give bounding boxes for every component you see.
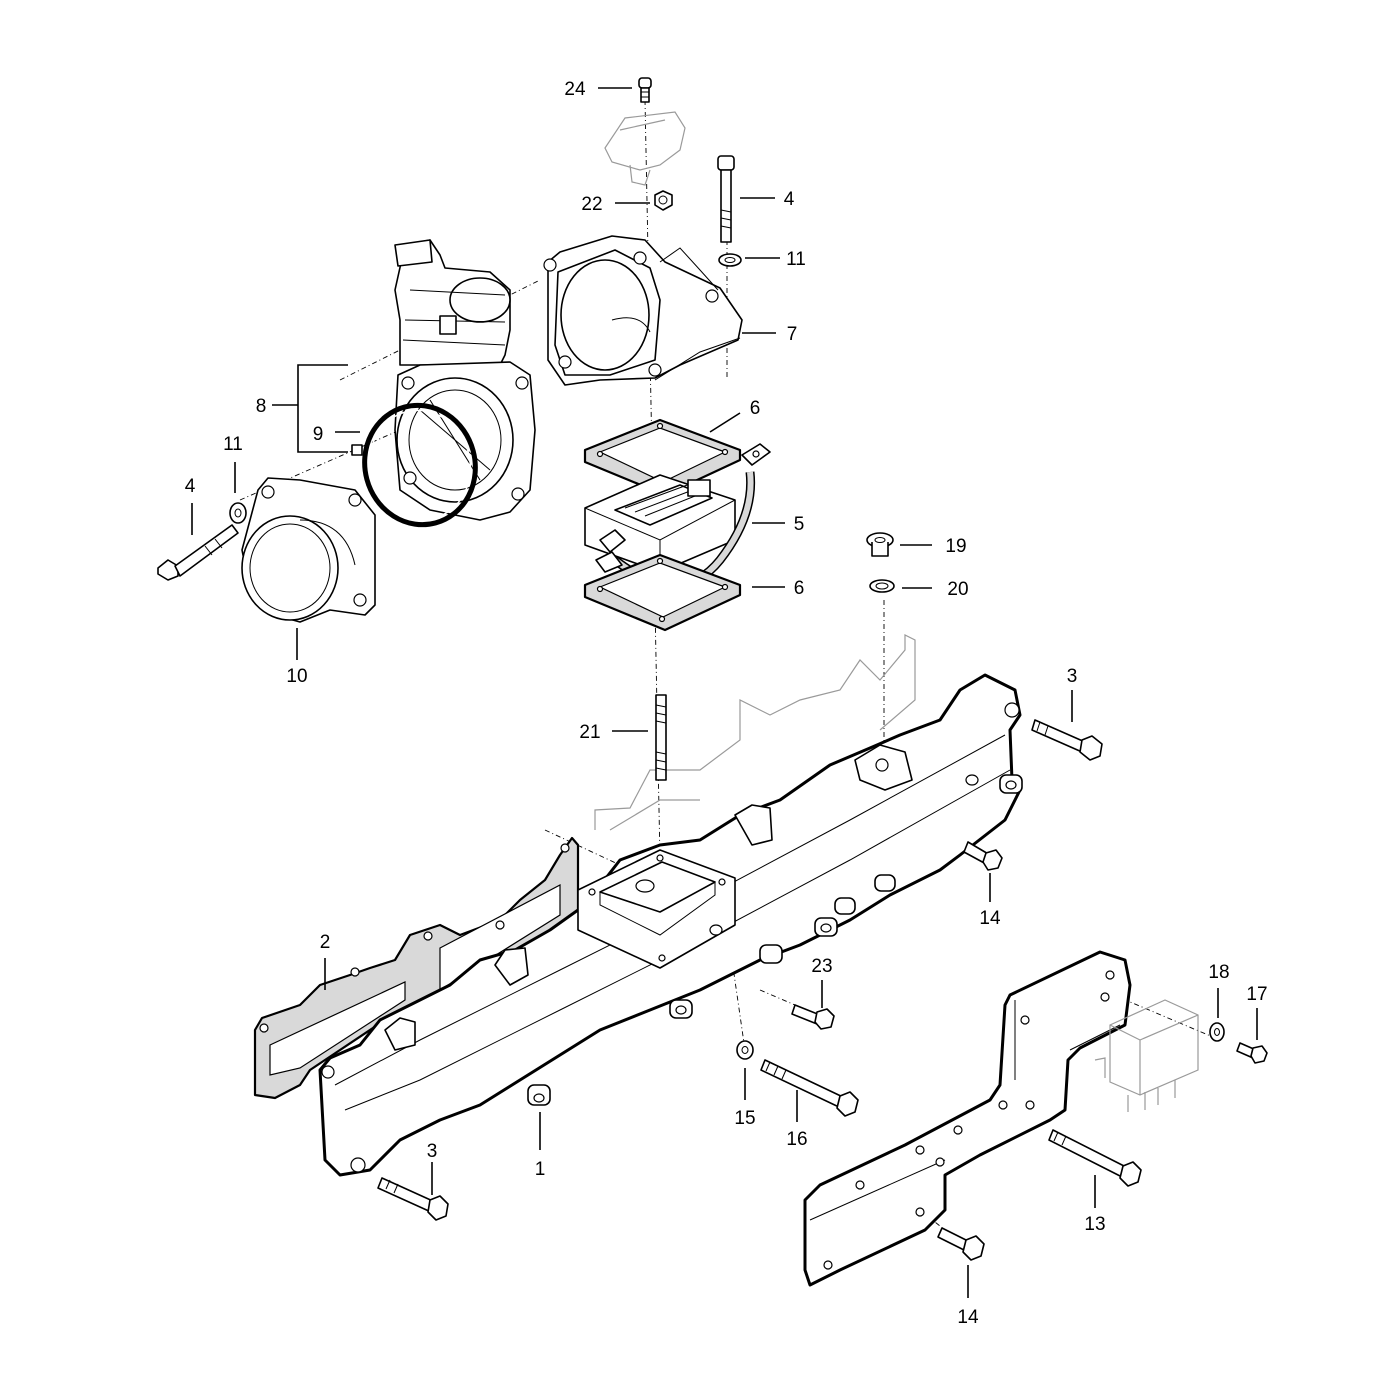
- part-16-long-bolt: [760, 1059, 859, 1117]
- callout-22: 22: [581, 194, 602, 215]
- cylinder-head-ghost-outline: [594, 634, 916, 831]
- part-13-long-bolt: [1048, 1129, 1142, 1187]
- part-2-manifold-gasket: [253, 836, 580, 1100]
- part-7-intake-housing: [543, 235, 743, 386]
- part-15-washer: [736, 1040, 754, 1060]
- callout-6-upper: 6: [750, 398, 761, 419]
- part-1-intake-manifold: [318, 673, 1023, 1177]
- callout-3-right: 3: [1067, 666, 1078, 687]
- callout-4-left: 4: [185, 476, 196, 497]
- part-8-throttle-body: [394, 239, 536, 521]
- callout-10: 10: [286, 666, 307, 687]
- relay: [1094, 999, 1199, 1112]
- callout-21: 21: [579, 722, 600, 743]
- part-22-nut: [654, 190, 673, 211]
- callout-5: 5: [794, 514, 805, 535]
- part-21-stud: [655, 694, 667, 781]
- part-4-bolt-left: [157, 524, 239, 581]
- callout-14-lower: 14: [957, 1307, 979, 1328]
- callout-24: 24: [564, 79, 586, 100]
- callout-7: 7: [787, 324, 798, 345]
- callout-15: 15: [734, 1108, 755, 1129]
- callout-19: 19: [945, 536, 966, 557]
- part-20-seal-ring: [869, 579, 895, 593]
- part-6-gasket-lower: [583, 553, 742, 632]
- callout-11-upper: 11: [786, 249, 806, 270]
- part-24-screw: [638, 77, 652, 103]
- callout-20: 20: [947, 579, 968, 600]
- callout-2: 2: [320, 932, 331, 953]
- callout-6-lower: 6: [794, 578, 805, 599]
- callout-8: 8: [256, 396, 267, 417]
- part-6-gasket-upper: [583, 418, 742, 497]
- part-3-bolt-right: [1031, 719, 1103, 761]
- callout-14-upper: 14: [979, 908, 1001, 929]
- part-14-screw-lower: [937, 1227, 985, 1261]
- callout-1: 1: [535, 1159, 546, 1180]
- leader-lines: [191, 87, 1258, 1298]
- callout-16: 16: [786, 1129, 807, 1150]
- part-4-long-bolt-upper: [717, 155, 735, 243]
- part-3-bolt-lower: [377, 1177, 449, 1221]
- callout-labels: 24 22 4 11 7 8 9 11 4 10 6 5 6 19 20 21 …: [185, 79, 1268, 1328]
- part-9-o-ring: [351, 402, 478, 528]
- mounting-bracket: [803, 950, 1132, 1287]
- part-18-washer: [1209, 1022, 1225, 1042]
- callout-13: 13: [1084, 1214, 1105, 1235]
- part-11-washer-left: [229, 502, 247, 524]
- pressure-sensor: [604, 111, 686, 186]
- part-23-screw: [791, 1004, 835, 1030]
- callout-23: 23: [811, 956, 832, 977]
- part-11-washer-upper: [718, 253, 742, 267]
- part-14-screw-upper: [963, 841, 1003, 871]
- part-19-plug: [866, 532, 894, 557]
- callout-4-upper: 4: [784, 189, 795, 210]
- callout-11-left: 11: [223, 434, 243, 455]
- part-10-adapter-flange: [241, 477, 376, 623]
- callout-18: 18: [1208, 962, 1229, 983]
- callout-3-lower: 3: [427, 1141, 438, 1162]
- callout-17: 17: [1246, 984, 1267, 1005]
- part-17-screw: [1236, 1042, 1268, 1064]
- callout-9: 9: [313, 424, 324, 445]
